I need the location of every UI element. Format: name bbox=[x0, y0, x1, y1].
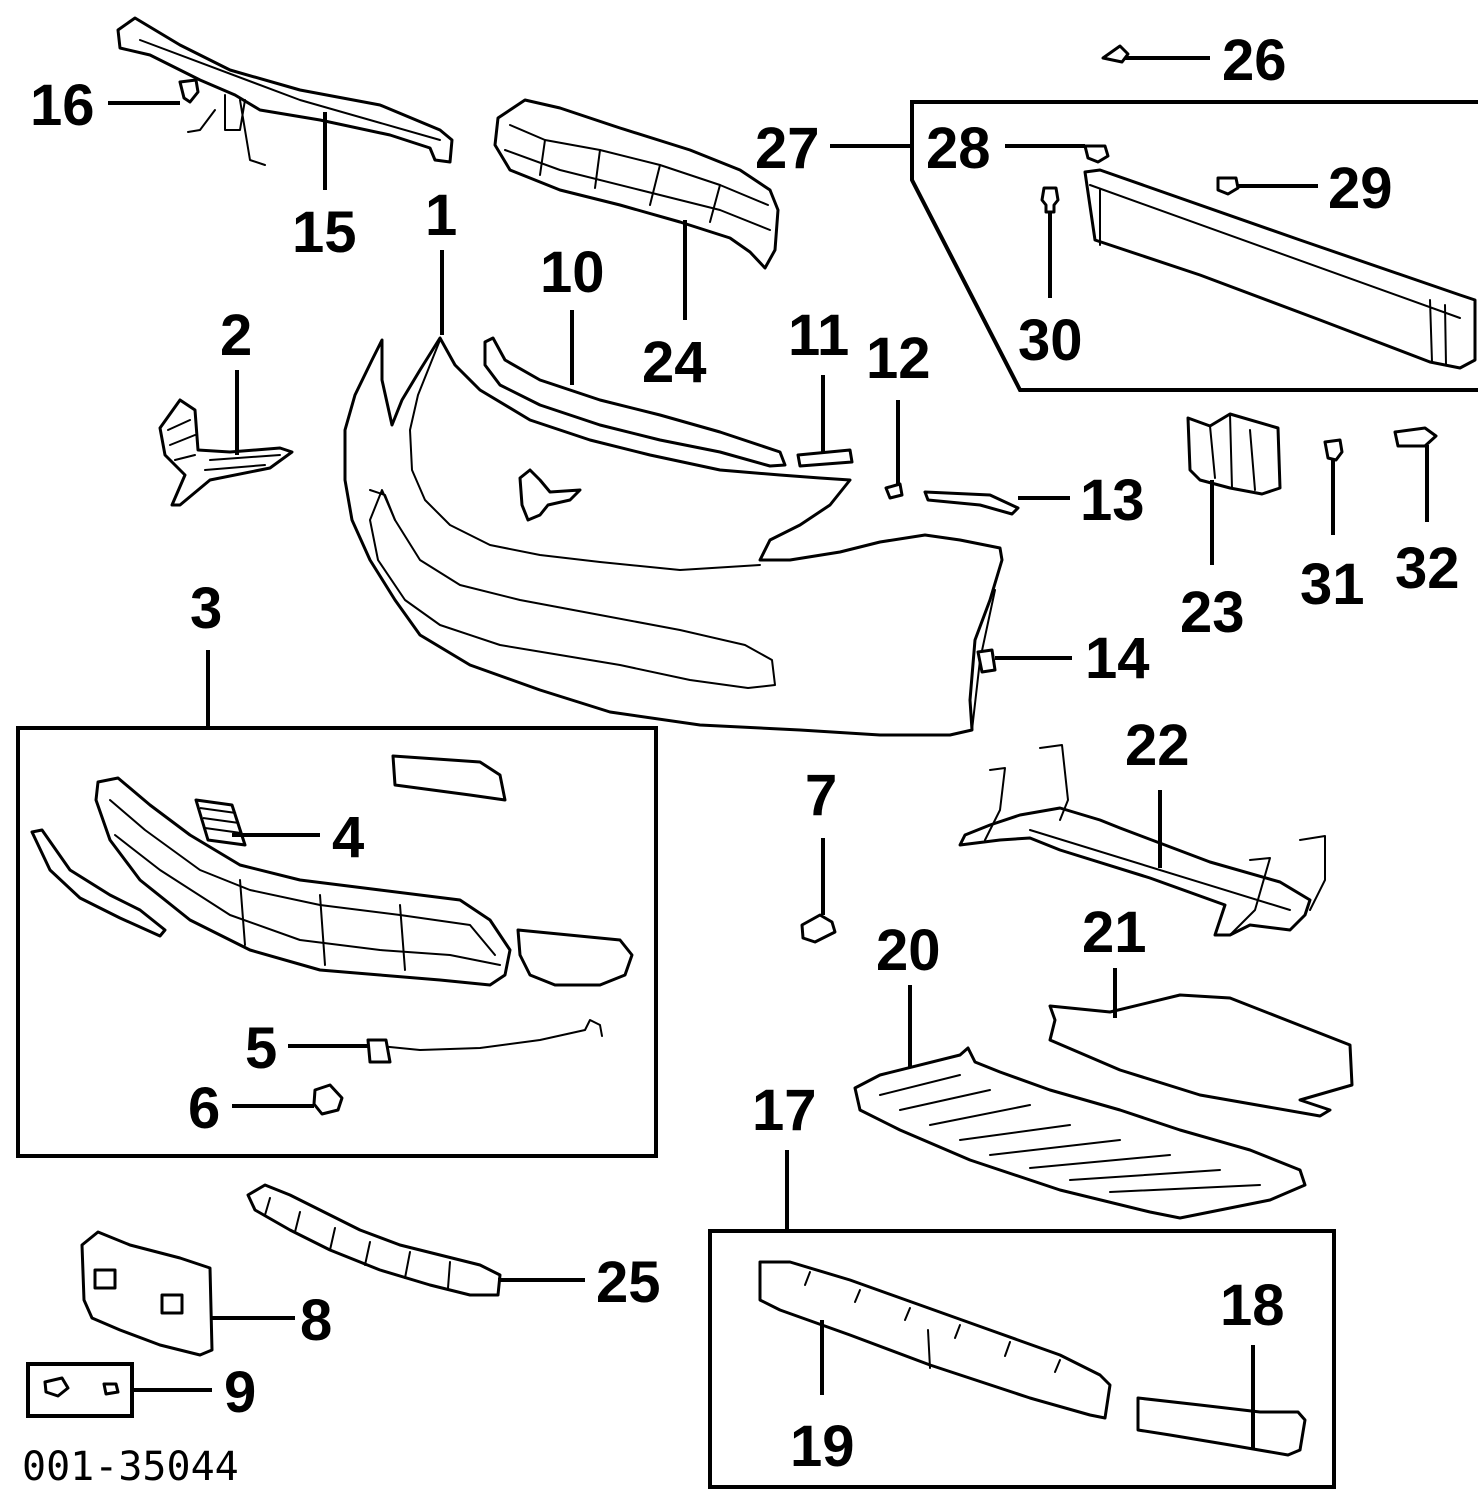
callout-14: 14 bbox=[1085, 626, 1150, 691]
part-21-panel bbox=[1048, 993, 1354, 1118]
callout-29: 29 bbox=[1328, 156, 1393, 221]
callout-3: 3 bbox=[190, 576, 222, 641]
callout-15: 15 bbox=[292, 200, 357, 265]
part-19-strip bbox=[758, 1260, 1112, 1420]
part-15-upper-bracket bbox=[116, 16, 454, 166]
part-27-bar bbox=[1083, 168, 1477, 370]
part-14-screw bbox=[976, 648, 997, 674]
callout-26: 26 bbox=[1222, 28, 1287, 93]
callout-17: 17 bbox=[752, 1078, 817, 1143]
callout-19: 19 bbox=[790, 1414, 855, 1479]
part-7-clip bbox=[800, 913, 837, 944]
part-2-emblem bbox=[158, 398, 294, 507]
callout-labels: 16 15 1 2 10 24 11 12 13 14 3 4 5 6 7 8 … bbox=[30, 28, 1460, 1479]
callout-20: 20 bbox=[876, 918, 941, 983]
callout-12: 12 bbox=[866, 326, 931, 391]
callout-13: 13 bbox=[1080, 468, 1145, 533]
part-11-bracket bbox=[796, 448, 854, 468]
part-3-grille-assembly-box bbox=[16, 726, 658, 1158]
leader-lines bbox=[108, 56, 1429, 1450]
part-5-harness bbox=[369, 1019, 603, 1051]
part-12-pin bbox=[884, 482, 904, 500]
part-6-clip bbox=[312, 1083, 344, 1116]
callout-7: 7 bbox=[805, 763, 837, 828]
part-16-clip bbox=[178, 78, 200, 104]
part-23-bracket bbox=[1186, 412, 1282, 496]
callout-24: 24 bbox=[642, 330, 707, 395]
part-32-bolt bbox=[1393, 426, 1438, 448]
part-18-strip bbox=[1136, 1396, 1307, 1457]
callout-22: 22 bbox=[1125, 713, 1190, 778]
callout-18: 18 bbox=[1220, 1273, 1285, 1338]
part-13-strip bbox=[923, 490, 1020, 516]
part-26-clip bbox=[1101, 44, 1130, 64]
part-20-deflector bbox=[853, 1046, 1307, 1220]
callout-5: 5 bbox=[245, 1016, 277, 1081]
callout-6: 6 bbox=[188, 1076, 220, 1141]
figure-code: 001-35044 bbox=[22, 1444, 239, 1490]
part-31-nut bbox=[1323, 438, 1344, 462]
part-24-upper-absorber bbox=[493, 98, 780, 270]
part-17-group-box bbox=[708, 1229, 1336, 1489]
callout-1: 1 bbox=[425, 183, 457, 248]
part-29-nut bbox=[1216, 176, 1240, 196]
callout-21: 21 bbox=[1082, 900, 1147, 965]
callout-28: 28 bbox=[926, 116, 991, 181]
part-25-lower-absorber bbox=[246, 1183, 502, 1297]
callout-2: 2 bbox=[220, 303, 252, 368]
part-8-license-bracket bbox=[80, 1230, 214, 1357]
callout-8: 8 bbox=[300, 1288, 332, 1353]
part-22-lower-support bbox=[958, 744, 1326, 937]
part-10-molding bbox=[483, 336, 787, 468]
callout-4: 4 bbox=[332, 805, 364, 870]
callout-16: 16 bbox=[30, 73, 95, 138]
part-28-nut bbox=[1083, 144, 1110, 164]
callout-32: 32 bbox=[1395, 536, 1460, 601]
callout-10: 10 bbox=[540, 240, 605, 305]
callout-25: 25 bbox=[596, 1250, 661, 1315]
callout-11: 11 bbox=[788, 303, 849, 368]
callout-31: 31 bbox=[1300, 552, 1365, 617]
part-9-hardware-box bbox=[26, 1362, 134, 1418]
callout-27: 27 bbox=[755, 116, 820, 181]
callout-30: 30 bbox=[1018, 308, 1083, 373]
part-30-bolt bbox=[1040, 186, 1060, 214]
part-27-group-box bbox=[910, 100, 1478, 392]
callout-9: 9 bbox=[224, 1360, 256, 1425]
callout-23: 23 bbox=[1180, 580, 1245, 645]
part-1-front-fascia bbox=[343, 336, 1004, 737]
